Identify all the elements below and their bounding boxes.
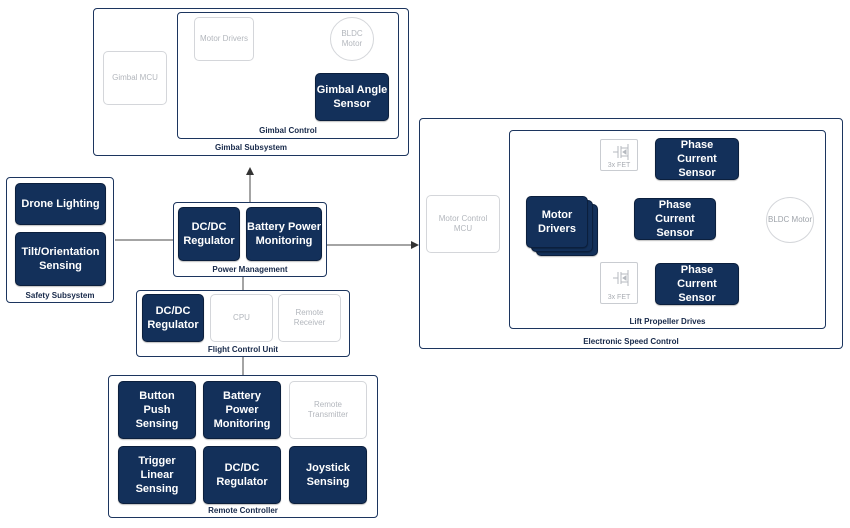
gimbal-subsystem-label: Gimbal Subsystem — [214, 143, 288, 152]
phase-current-sensor-2-block: Phase Current Sensor — [634, 198, 716, 240]
lift-propeller-drives-label: Lift Propeller Drives — [629, 317, 706, 326]
fet-bottom-icon: 3x FET — [600, 262, 638, 304]
safety-subsystem-label: Safety Subsystem — [25, 291, 95, 300]
lift-motor-drivers-block: Motor Drivers — [526, 196, 588, 248]
gimbal-bldc-motor-circle: BLDC Motor — [330, 17, 374, 61]
phase-current-sensor-3-block: Phase Current Sensor — [655, 263, 739, 305]
gimbal-control-label: Gimbal Control — [259, 126, 317, 135]
fcu-cpu-block: CPU — [210, 294, 273, 342]
lift-bldc-motor-circle: BLDC Motor — [766, 197, 814, 243]
gimbal-mcu-block: Gimbal MCU — [103, 51, 167, 105]
drone-lighting-block: Drone Lighting — [15, 183, 106, 225]
power-dcdc-regulator-block: DC/DC Regulator — [178, 207, 240, 261]
esc-label: Electronic Speed Control — [583, 337, 679, 346]
button-push-sensing-block: Button Push Sensing — [118, 381, 196, 439]
fcu-dcdc-regulator-block: DC/DC Regulator — [142, 294, 204, 342]
remote-controller-label: Remote Controller — [208, 506, 278, 515]
remote-transmitter-block: Remote Transmitter — [289, 381, 367, 439]
joystick-sensing-block: Joystick Sensing — [289, 446, 367, 504]
fet-bottom-label: 3x FET — [607, 294, 631, 301]
fcu-remote-receiver-block: Remote Receiver — [278, 294, 341, 342]
gimbal-angle-sensor-block: Gimbal Angle Sensor — [315, 73, 389, 121]
gimbal-motor-drivers-block: Motor Drivers — [194, 17, 254, 61]
remote-battery-monitoring-block: Battery Power Monitoring — [203, 381, 281, 439]
remote-dcdc-regulator-block: DC/DC Regulator — [203, 446, 281, 504]
power-battery-monitoring-block: Battery Power Monitoring — [246, 207, 322, 261]
fet-top-label: 3x FET — [607, 162, 631, 169]
tilt-orientation-sensing-block: Tilt/Orientation Sensing — [15, 232, 106, 286]
trigger-linear-sensing-block: Trigger Linear Sensing — [118, 446, 196, 504]
phase-current-sensor-1-block: Phase Current Sensor — [655, 138, 739, 180]
flight-control-unit-label: Flight Control Unit — [207, 345, 279, 354]
motor-control-mcu-block: Motor Control MCU — [426, 195, 500, 253]
fet-top-icon: 3x FET — [600, 139, 638, 171]
power-management-label: Power Management — [212, 265, 288, 274]
